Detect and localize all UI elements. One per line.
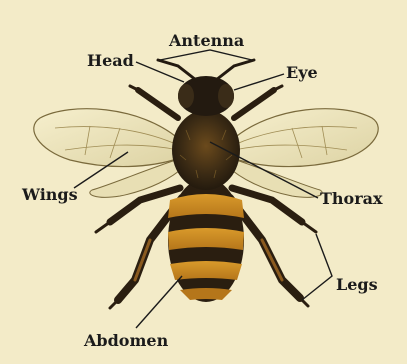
right-compound-eye (218, 84, 234, 108)
bee-head (178, 76, 234, 116)
label-head: Head (87, 51, 134, 70)
bee-abdomen (168, 178, 244, 302)
label-eye: Eye (286, 63, 318, 82)
abdomen-leader (136, 276, 182, 328)
label-thorax: Thorax (320, 189, 383, 208)
antenna-bracket (160, 50, 252, 60)
label-abdomen: Abdomen (83, 331, 169, 350)
label-wings: Wings (21, 185, 78, 204)
legs-bracket (302, 234, 332, 300)
label-legs: Legs (336, 275, 378, 294)
label-antenna: Antenna (168, 31, 244, 50)
left-compound-eye (178, 84, 194, 108)
bee-thorax (172, 110, 240, 190)
